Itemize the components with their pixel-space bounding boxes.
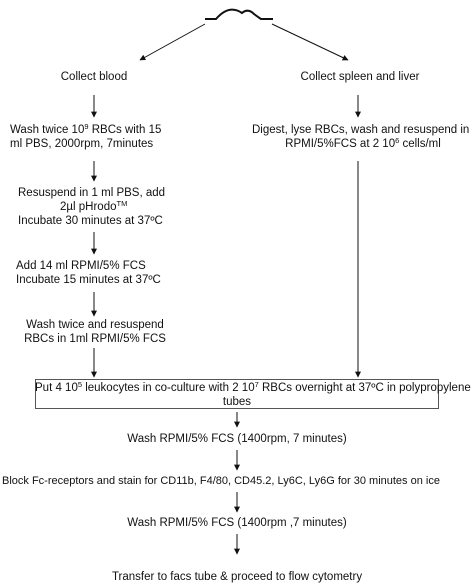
- coculture-box: [35, 379, 439, 409]
- resuspend-line3: Incubate 30 minutes at 37ºC: [18, 215, 163, 227]
- collect-spleen-liver-label: Collect spleen and liver: [300, 71, 420, 83]
- wash-resuspend-line1: Wash twice and resuspend: [26, 319, 164, 331]
- add-rpmi-line1: Add 14 ml RPMI/5% FCS: [16, 260, 146, 272]
- coculture-line1: Put 4 105 leukocytes in co-culture with …: [35, 380, 471, 394]
- wash-rbc-step: Wash twice 109 RBCs with 15 ml PBS, 2000…: [10, 123, 161, 151]
- wash-rbc-line2: ml PBS, 2000rpm, 7minutes: [10, 138, 154, 150]
- transfer-step: Transfer to facs tube & proceed to flow …: [111, 571, 363, 583]
- arrow-to-spleen: [271, 23, 349, 61]
- coculture-line2: tubes: [222, 396, 252, 408]
- wash-rbc-line1: Wash twice 109 RBCs with 15: [10, 122, 162, 136]
- arrow-to-blood: [139, 23, 206, 61]
- wash-step-2: Wash RPMI/5% FCS (1400rpm ,7 minutes): [127, 517, 347, 529]
- collect-blood-label: Collect blood: [60, 71, 128, 83]
- wash-step-1: Wash RPMI/5% FCS (1400rpm, 7 minutes): [127, 433, 347, 445]
- add-rpmi-line2: Incubate 15 minutes at 37ºC: [16, 274, 161, 286]
- resuspend-phrodo-step: Resuspend in 1 ml PBS, add 2µl pHrodoTM …: [18, 186, 165, 228]
- resuspend-line2: 2µl pHrodoTM: [60, 199, 128, 213]
- digest-line1: Digest, lyse RBCs, wash and resuspend in: [252, 124, 470, 136]
- wash-resuspend-line2: RBCs in 1ml RPMI/5% FCS: [24, 333, 166, 345]
- resuspend-line1: Resuspend in 1 ml PBS, add: [18, 187, 166, 199]
- add-rpmi-step: Add 14 ml RPMI/5% FCS Incubate 15 minute…: [16, 259, 161, 287]
- block-stain-step: Block Fc-receptors and stain for CD11b, …: [2, 475, 440, 487]
- wash-resuspend-step: Wash twice and resuspend RBCs in 1ml RPM…: [10, 318, 180, 346]
- digest-line2: RPMI/5%FCS at 2 106 cells/ml: [285, 136, 441, 150]
- mouse-icon: [205, 8, 273, 20]
- digest-step: Digest, lyse RBCs, wash and resuspend in…: [252, 123, 474, 151]
- coculture-step: Put 4 105 leukocytes in co-culture with …: [35, 380, 471, 409]
